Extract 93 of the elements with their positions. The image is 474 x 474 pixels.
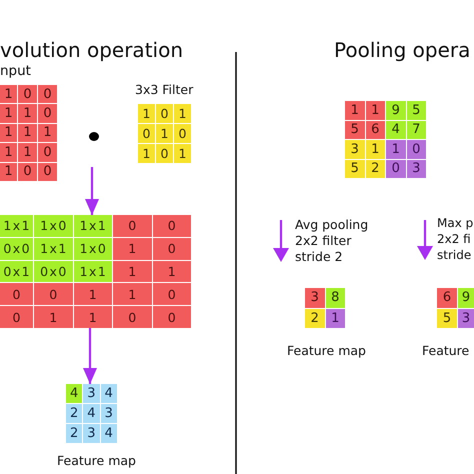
grid-caption: Feature map [287,343,366,358]
matrix-cell: 1 [113,283,152,306]
matrix-cell: 0 x 0 [0,238,33,260]
matrix-cell: 1 [0,85,17,104]
matrix-cell: 0 [34,283,72,306]
matrix-cell: 1 [326,308,345,328]
matrix-cell: 4 [100,384,117,403]
matrix-cell: 1 [18,104,37,123]
matrix-cell: 2 [66,424,82,443]
matrix-cell: 0 [0,306,33,328]
matrix-cell: 3 [406,160,426,178]
matrix-cell: 0 [113,215,152,237]
matrix-cell: 1 [0,162,17,181]
matrix-cell: 3 [458,308,474,328]
matrix-cell: 1 [113,238,152,260]
matrix-cell: 9 [386,101,406,120]
matrix-cell: 1 [174,144,191,163]
matrix-cell: 1 [386,140,406,158]
matrix-cell: 1 [113,260,152,282]
matrix-cell: 0 [152,306,191,328]
matrix-cell: 2 [305,308,324,328]
matrix-cell: 0 [152,215,191,237]
matrix-cell: 1 [74,306,112,328]
matrix-cell: 0 [156,104,173,123]
matrix-cell: 0 [152,238,191,260]
matrix-cell: 0 [38,104,57,123]
matrix-cell: 3 [83,424,100,443]
matrix-cell: 1 [34,306,72,328]
section-title: volution operation [0,38,183,62]
matrix-cell: 0 [18,162,37,181]
matrix-cell: 0 [38,143,57,162]
matrix-cell: 9 [458,288,474,308]
matrix-cell: 1 x 1 [34,238,72,260]
grid-heading: 3x3 Filter [135,82,194,97]
matrix-cell: 3 [83,384,100,403]
matrix-cell: 1 [74,283,112,306]
matrix-cell: 1 [18,143,37,162]
matrix-cell: 0 x 0 [34,260,72,282]
arrow [85,167,99,215]
matrix-cell: 1 [156,124,173,143]
matrix-cell: 1 [18,124,37,142]
grid-heading: nput [0,64,31,79]
matrix-cell: 0 [174,124,191,143]
matrix-cell: 1 x 0 [74,238,112,260]
matrix-cell: 0 [152,283,191,306]
matrix-cell: 3 [100,404,117,423]
matrix-cell: 1 [0,143,17,162]
matrix-cell: 1 [138,104,155,123]
matrix-cell: 1 [0,104,17,123]
matrix-cell: 0 [406,140,426,158]
matrix-cell: 0 [18,85,37,104]
matrix-cell: 4 [83,404,100,423]
matrix-cell: 3 [345,140,364,158]
matrix-cell: 1 x 0 [34,215,72,237]
matrix-cell: 0 [38,162,57,181]
matrix-cell: 8 [326,288,345,308]
grid-caption: Feature map [57,453,136,468]
matrix-cell: 6 [437,288,457,308]
grid-caption: Feature [422,343,470,358]
section-title: Pooling opera [334,38,470,62]
matrix-cell: 1 [0,124,17,142]
operation-note: Max p 2x2 fi stride [437,215,474,263]
matrix-cell: 1 x 1 [0,215,33,237]
matrix-cell: 6 [366,120,385,139]
matrix-cell: 1 [345,101,364,120]
matrix-cell: 0 [113,306,152,328]
matrix-cell: 1 x 1 [74,215,112,237]
matrix-cell: 0 [156,144,173,163]
matrix-cell: 5 [345,160,364,178]
matrix-cell: 0 x 1 [0,260,33,282]
operation-note: Avg pooling 2x2 filter stride 2 [295,216,370,264]
matrix-cell: 3 [305,288,324,308]
matrix-cell: 4 [66,384,82,403]
matrix-cell: 4 [386,120,406,139]
matrix-cell: 0 [38,85,57,104]
matrix-cell: 1 [174,104,191,123]
matrix-cell: 2 [66,404,82,423]
matrix-cell: 5 [345,120,364,139]
matrix-cell: 1 [366,101,385,120]
matrix-cell: 1 x 1 [74,260,112,282]
matrix-cell: 7 [406,120,426,139]
matrix-cell: 1 [138,144,155,163]
matrix-cell: 0 [0,283,33,306]
matrix-cell: 5 [406,101,426,120]
matrix-cell: 4 [100,424,117,443]
matrix-cell: 1 [38,124,57,142]
matrix-cell: 0 [138,124,155,143]
matrix-cell: 1 [366,140,385,158]
matrix-cell: 1 [152,260,191,282]
arrow [83,328,97,384]
matrix-cell: 5 [437,308,457,328]
matrix-cell: 2 [366,160,385,178]
matrix-cell: 0 [386,160,406,178]
